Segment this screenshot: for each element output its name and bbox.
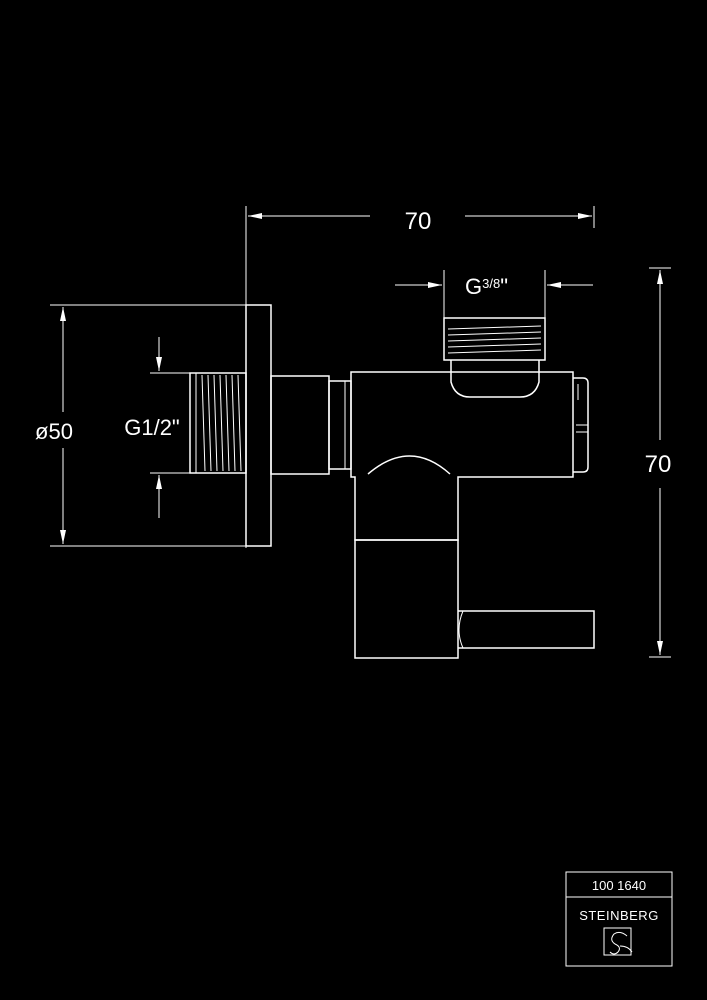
handle-body: [354, 539, 459, 659]
width-arrow-right: [578, 213, 592, 219]
height-arrow-bottom: [657, 641, 663, 655]
outlet-thread-prefix: G: [465, 274, 482, 299]
brand-logo-icon: [603, 927, 633, 956]
flange-diameter-dimension: ø50: [35, 304, 246, 547]
diameter-arrow-bottom: [60, 530, 66, 544]
spindle-slot: [576, 424, 588, 433]
lever: [458, 610, 595, 649]
title-block-frame: [565, 871, 673, 967]
title-block: 100 1640 STEINBERG: [565, 871, 673, 967]
outlet-thread-dimension: G3/8": [395, 270, 593, 340]
overall-width-dimension: 70: [245, 206, 595, 548]
thread-line: [213, 374, 218, 472]
inlet-thread: [189, 372, 247, 474]
lever-joint: [458, 610, 464, 649]
brand-logo-tail: [619, 945, 633, 953]
outlet-arrow-left: [428, 282, 442, 288]
overall-height-label: 70: [645, 451, 672, 478]
brand-logo-mark: [609, 931, 628, 955]
inlet-arrow-top: [156, 357, 162, 371]
pipe-collar: [328, 380, 352, 470]
thread-line: [447, 331, 542, 336]
width-arrow-left: [248, 213, 262, 219]
outlet-neck: [450, 360, 540, 398]
flange-diameter-label: ø50: [35, 419, 73, 444]
brand-name: STEINBERG: [579, 908, 659, 923]
thread-line: [231, 374, 236, 472]
overall-width-label: 70: [405, 208, 432, 235]
thread-line: [447, 337, 542, 342]
thread-line: [225, 374, 230, 472]
outlet-thread-lines: [447, 325, 542, 354]
inlet-arrow-bottom: [156, 475, 162, 489]
thread-line: [447, 343, 542, 348]
outlet-thread-outline: [443, 317, 546, 361]
brand-logo-frame: [603, 927, 632, 956]
body-curve: [367, 455, 451, 475]
inlet-thread-dimension: G1/2": [124, 337, 196, 518]
thread-line: [207, 374, 212, 472]
thread-line: [237, 374, 242, 472]
height-arrow-top: [657, 270, 663, 284]
article-number: 100 1640: [592, 878, 646, 893]
diameter-arrow-top: [60, 307, 66, 321]
thread-line: [201, 374, 206, 472]
overall-height-dimension: 70: [645, 267, 672, 658]
thread-line: [447, 349, 542, 354]
thread-line: [447, 325, 542, 330]
inlet-thread-lines: [201, 374, 242, 472]
main-body-outline: [350, 371, 574, 541]
outlet-thread-fraction: 3/8: [482, 276, 500, 291]
valve-body: [189, 304, 595, 659]
outlet-thread-suffix: ": [500, 274, 508, 299]
inlet-thread-label: G1/2": [124, 415, 180, 440]
outlet-thread: [443, 317, 546, 398]
inlet-thread-outline: [189, 372, 247, 474]
thread-line: [219, 374, 224, 472]
outlet-thread-label: G3/8": [465, 274, 508, 299]
wall-flange: [245, 304, 272, 547]
connecting-pipe: [270, 375, 330, 475]
outlet-arrow-right: [547, 282, 561, 288]
